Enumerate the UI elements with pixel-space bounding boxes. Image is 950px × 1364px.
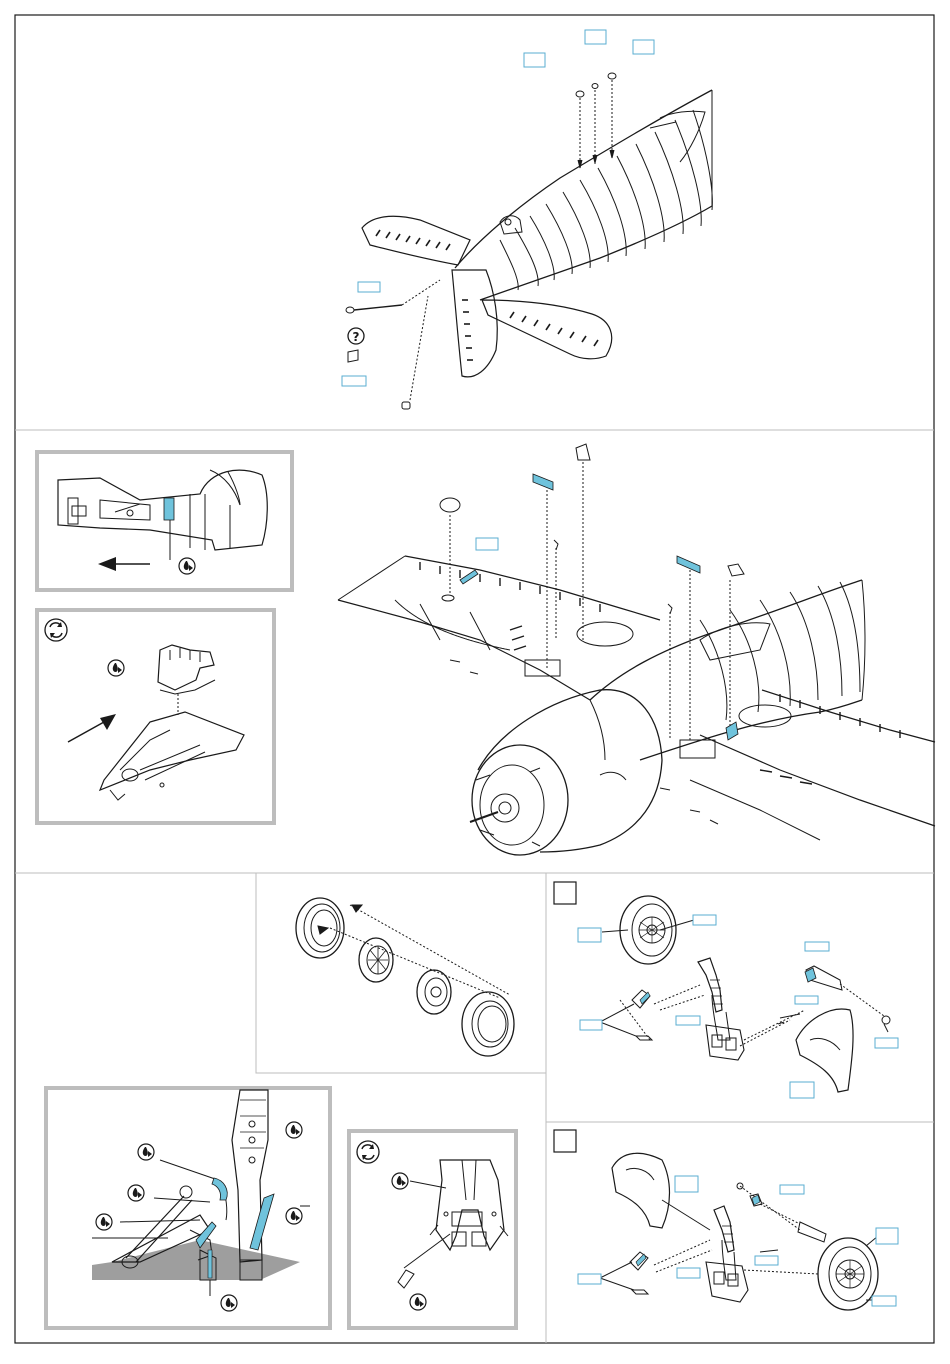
rotate-view-icon [357, 1141, 379, 1163]
paint-drop-icon [221, 1295, 237, 1311]
wing-assembly-drawing [338, 444, 935, 855]
paint-drop-icon [138, 1144, 154, 1160]
gear-right-step-box [554, 1130, 576, 1152]
paint-drop-icon [108, 660, 124, 676]
paint-drop-icon [128, 1185, 144, 1201]
paint-drop-icon [410, 1294, 426, 1310]
detail-box-gear-leg [46, 1088, 330, 1328]
wing-etch-parts [460, 474, 738, 740]
wing-label-box [476, 538, 498, 550]
rotate-view-icon [45, 619, 67, 641]
paint-drop-icon [286, 1208, 302, 1224]
detail-box-wheelwell [37, 610, 274, 823]
tailwheel-etch-part [164, 498, 174, 520]
tail-assembly-drawing [346, 73, 712, 409]
wheel-exploded-drawing [296, 898, 514, 1056]
paint-drop-icon [392, 1173, 408, 1189]
detail-box-tailwheel [37, 452, 292, 590]
gear-left-drawing [600, 896, 890, 1092]
svg-text:?: ? [353, 330, 360, 344]
paint-drop-icon [96, 1214, 112, 1230]
wheel-subpanel-border [256, 873, 546, 1073]
tail-label-boxes [342, 30, 654, 386]
paint-drop-icon [179, 558, 195, 574]
question-icon: ? [348, 328, 364, 344]
gear-left-step-box [554, 882, 576, 904]
gear-right-drawing [600, 1153, 878, 1310]
paint-drop-icon [286, 1122, 302, 1138]
